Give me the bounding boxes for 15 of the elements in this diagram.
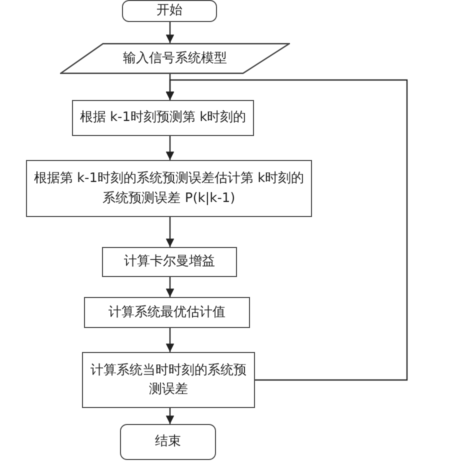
process-box: 根据 k-1时刻预测第 k时刻的 (72, 100, 254, 136)
arrow (166, 136, 174, 160)
arrow (166, 277, 174, 297)
arrow (166, 408, 174, 424)
arrow (166, 217, 174, 247)
process-box: 计算系统最优估计值 (84, 297, 250, 328)
arrow (166, 79, 408, 381)
arrow (166, 22, 174, 43)
process-box: 计算系统当时时刻的系统预测误差 (82, 352, 255, 408)
terminal-box: 开始 (122, 0, 217, 22)
terminal-box: 结束 (120, 424, 216, 460)
process-box: 根据第 k-1时刻的系统预测误差估计第 k时刻的系统预测误差 P(k|k-1) (26, 160, 312, 217)
input-parallelogram: 输入信号系统模型 (60, 43, 290, 74)
process-box: 计算卡尔曼增益 (102, 247, 237, 277)
arrow (166, 328, 174, 352)
